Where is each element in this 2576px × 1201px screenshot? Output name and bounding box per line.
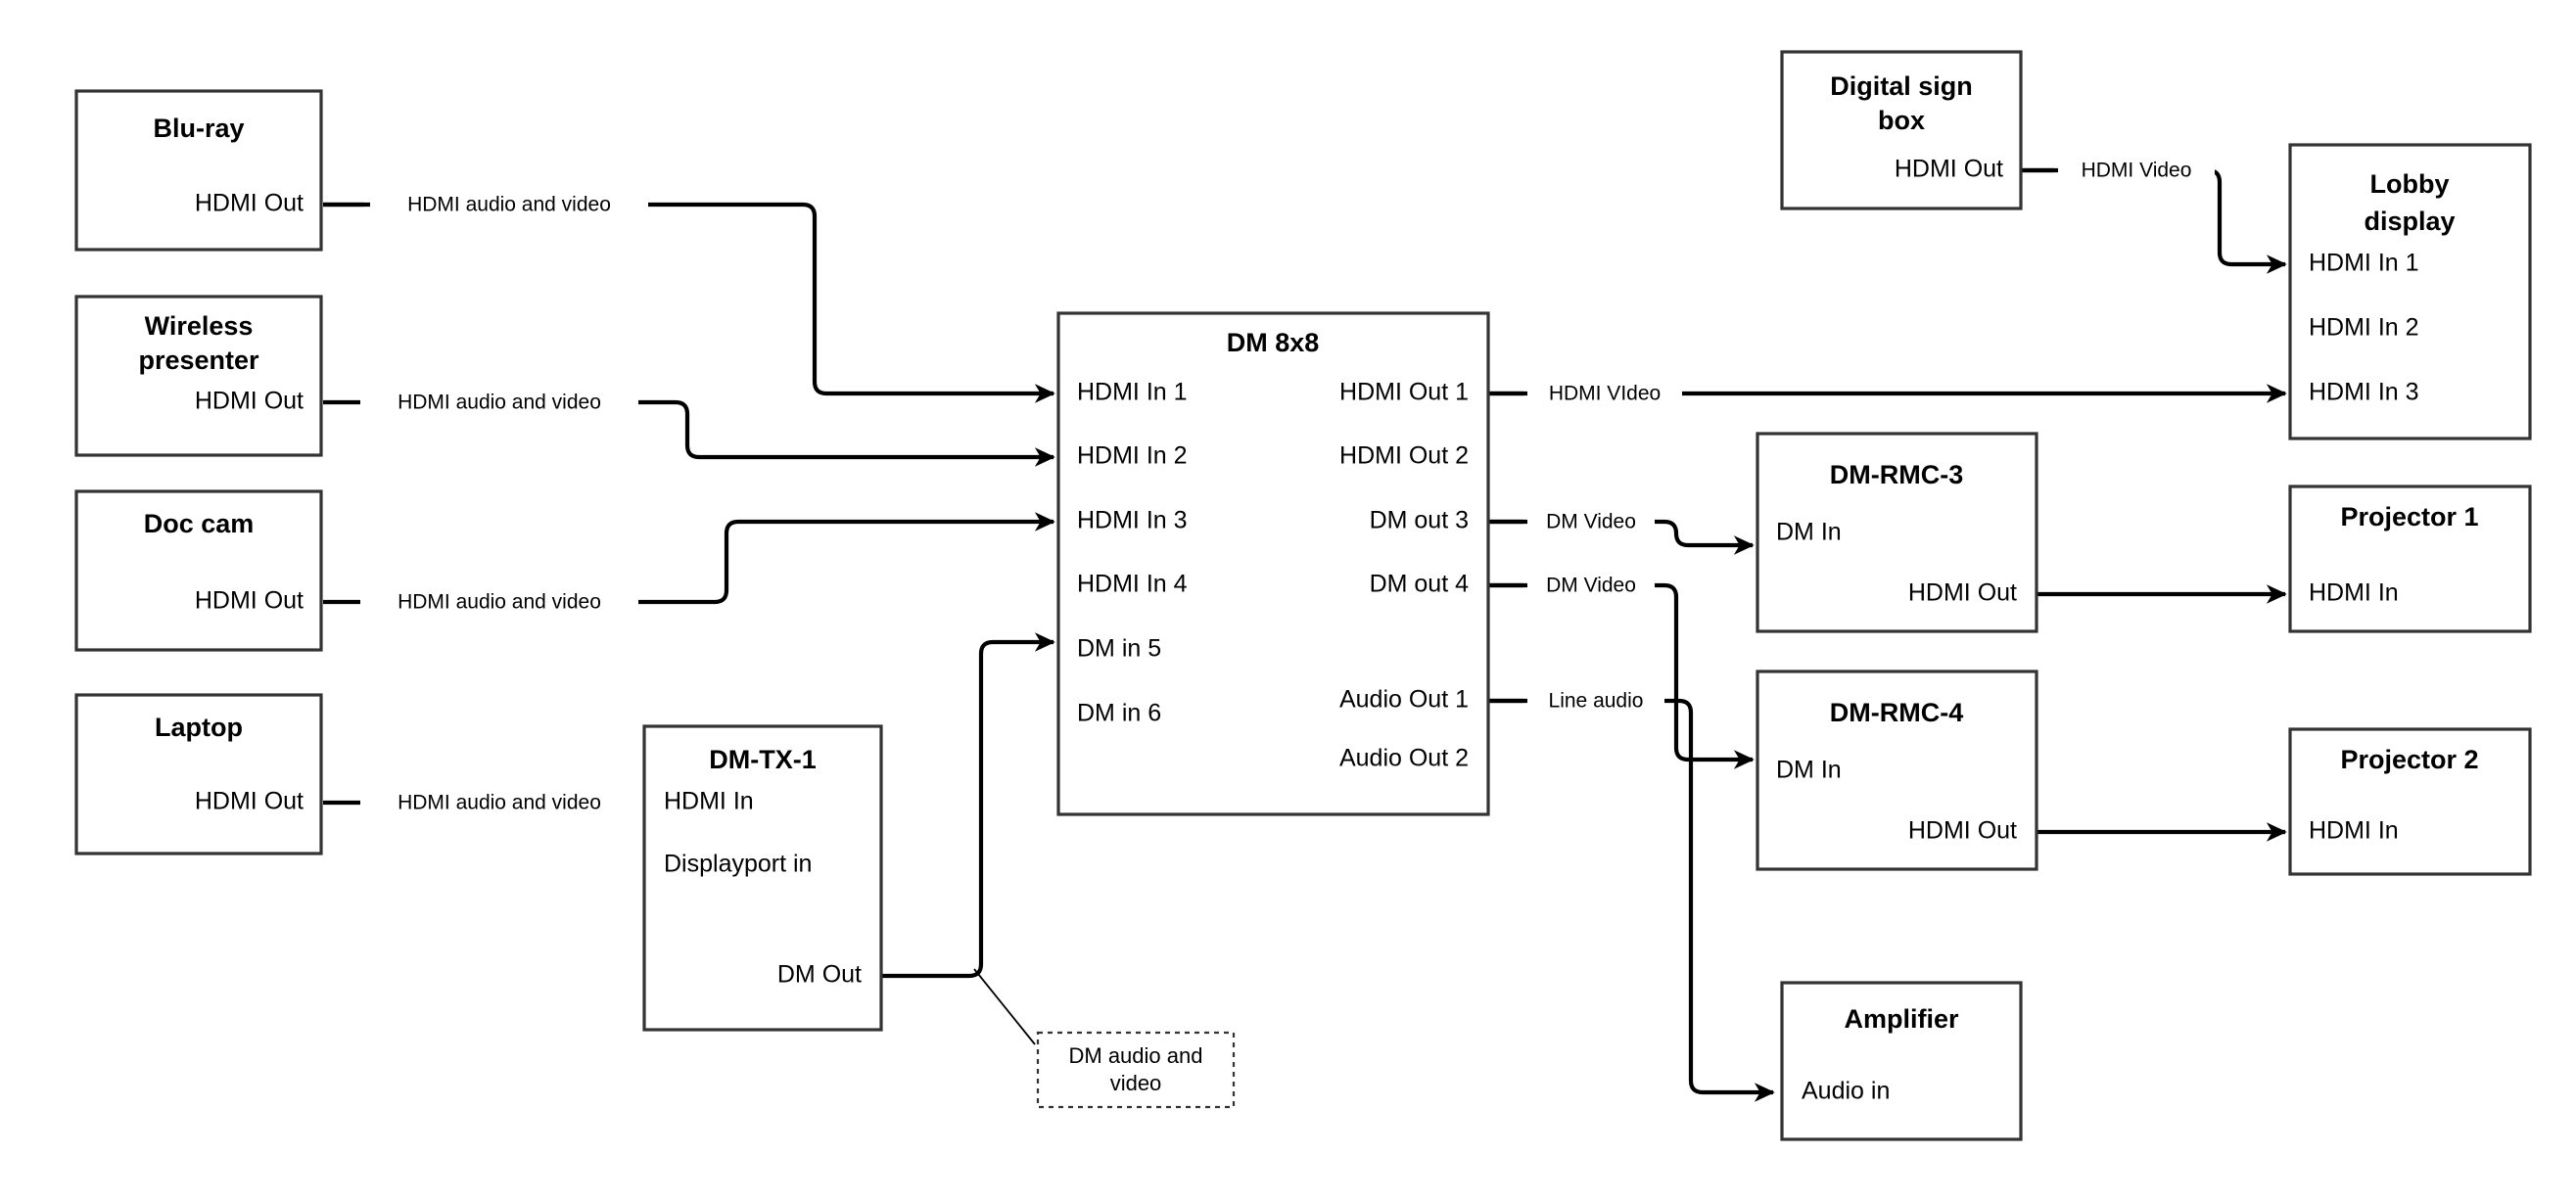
dm-8x8-title: DM 8x8 [1227,328,1320,357]
lobby-display-port-hdmi-in-1: HDMI In 1 [2309,250,2419,277]
amplifier-port-audio-in: Audio in [1802,1078,1890,1105]
wire-bluray-to-dm8x8-hdmi-in-1 [323,202,1055,403]
dm-8x8-input-hdmi-in-1: HDMI In 1 [1077,379,1188,406]
bluray-port-hdmi-out: HDMI Out [195,190,304,217]
device-dm-rmc-4[interactable]: DM-RMC-4 DM In HDMI Out [1756,670,2038,871]
projector-2-box[interactable] [2288,727,2532,876]
laptop-title: Laptop [155,713,243,742]
device-projector-2[interactable]: Projector 2 HDMI In [2288,727,2532,876]
wire-doccam-to-dm8x8-hdmi-in-3 [323,512,1055,605]
doc-cam-title: Doc cam [144,509,255,538]
amplifier-box[interactable] [1780,981,2023,1141]
link-label-bluray-to-dm: HDMI audio and video [407,194,611,216]
projector-1-port-hdmi-in: HDMI In [2309,579,2399,607]
dm-8x8-output-dm-out-4: DM out 4 [1370,571,1470,598]
callout-dm-audio-video-line1: DM audio and [1069,1043,1203,1068]
dm-rmc-3-title: DM-RMC-3 [1830,460,1963,489]
laptop-port-hdmi-out: HDMI Out [195,788,304,815]
device-doc-cam[interactable]: Doc cam HDMI Out [74,489,323,652]
doc-cam-port-hdmi-out: HDMI Out [195,587,304,615]
bluray-title: Blu-ray [153,114,244,143]
wire-wireless-to-dm8x8-hdmi-in-2 [323,399,1055,467]
leader-line-dm-audio-video-callout [973,968,1036,1045]
wireless-presenter-port-hdmi-out: HDMI Out [195,388,304,415]
projector-1-box[interactable] [2288,485,2532,633]
device-dm-8x8[interactable]: DM 8x8 HDMI In 1 HDMI In 2 HDMI In 3 HDM… [1056,311,1490,816]
amplifier-title: Amplifier [1844,1004,1959,1034]
lobby-display-port-hdmi-in-3: HDMI In 3 [2309,379,2419,406]
dm-8x8-input-hdmi-in-2: HDMI In 2 [1077,442,1188,470]
link-label-doccam-to-dm: HDMI audio and video [398,591,601,614]
callout-dm-audio-and-video: DM audio and video [1036,1031,1236,1109]
link-label-dm-out3-to-rmc3: DM Video [1546,511,1636,533]
dm-8x8-output-dm-out-3: DM out 3 [1370,507,1469,534]
digital-sign-box-title-line1: Digital sign [1830,71,1973,101]
projector-1-title: Projector 1 [2340,502,2478,531]
wire-dm8x8-out4-to-dmrmc4-dm-in [1488,582,1755,769]
dm-8x8-input-dm-in-6: DM in 6 [1077,700,1161,727]
lobby-display-title-line2: display [2364,207,2455,236]
wireless-presenter-title-line1: Wireless [145,311,254,341]
link-label-wireless-to-dm: HDMI audio and video [398,392,601,414]
dm-rmc-4-box[interactable] [1756,670,2038,871]
callout-dm-audio-video-box [1036,1031,1236,1109]
dm-tx-1-box[interactable] [642,724,883,1032]
device-bluray[interactable]: Blu-ray HDMI Out [74,89,323,252]
dm-tx-1-title: DM-TX-1 [709,745,817,774]
dm-rmc-3-port-dm-in: DM In [1776,519,1842,546]
callout-dm-audio-video-line2: video [1110,1071,1162,1095]
wire-dm8x8-out3-to-dmrmc3-dm-in [1488,519,1755,555]
link-label-dm-out4-to-rmc4: DM Video [1546,575,1636,597]
dm-8x8-input-hdmi-in-3: HDMI In 3 [1077,507,1188,534]
digital-sign-box-title-line2: box [1878,106,1925,135]
dm-rmc-4-title: DM-RMC-4 [1830,698,1963,727]
link-label-signbox-to-lobby: HDMI Video [2082,160,2192,182]
dm-tx-1-port-displayport-in: Displayport in [664,851,812,878]
projector-2-port-hdmi-in: HDMI In [2309,817,2399,845]
device-dm-tx-1[interactable]: DM-TX-1 HDMI In Displayport in DM Out [642,724,883,1032]
digital-sign-box-box[interactable] [1780,50,2023,210]
dm-8x8-box[interactable] [1056,311,1490,816]
dm-8x8-input-hdmi-in-4: HDMI In 4 [1077,571,1188,598]
lobby-display-box[interactable] [2288,143,2532,440]
wireless-presenter-title-line2: presenter [138,346,259,375]
dm-rmc-4-port-hdmi-out: HDMI Out [1908,817,2017,845]
dm-rmc-3-box[interactable] [1756,432,2038,633]
link-label-dm-audio1-to-amp: Line audio [1549,690,1644,713]
link-label-layer: HDMI audio and video HDMI audio and vide… [360,155,2215,818]
dm-tx-1-port-dm-out: DM Out [777,961,862,989]
lobby-display-port-hdmi-in-2: HDMI In 2 [2309,314,2419,342]
device-projector-1[interactable]: Projector 1 HDMI In [2288,485,2532,633]
dm-8x8-input-dm-in-5: DM in 5 [1077,635,1161,663]
device-digital-sign-box[interactable]: Digital sign box HDMI Out [1780,50,2023,210]
link-label-dm-out1-to-lobby: HDMI VIdeo [1549,383,1661,405]
dm-8x8-output-audio-out-2: Audio Out 2 [1339,745,1469,772]
laptop-box[interactable] [74,693,323,855]
wire-dm8x8-audio-out1-to-amplifier [1488,698,1775,1102]
dm-8x8-output-hdmi-out-2: HDMI Out 2 [1339,442,1469,470]
device-wireless-presenter[interactable]: Wireless presenter HDMI Out [74,295,323,457]
bluray-box[interactable] [74,89,323,252]
device-laptop[interactable]: Laptop HDMI Out [74,693,323,855]
device-amplifier[interactable]: Amplifier Audio in [1780,981,2023,1141]
dm-rmc-4-port-dm-in: DM In [1776,757,1842,784]
dm-8x8-output-audio-out-1: Audio Out 1 [1339,686,1469,714]
wireless-presenter-box[interactable] [74,295,323,457]
dm-rmc-3-port-hdmi-out: HDMI Out [1908,579,2017,607]
dm-tx-1-port-hdmi-in: HDMI In [664,788,754,815]
device-lobby-display[interactable]: Lobby display HDMI In 1 HDMI In 2 HDMI I… [2288,143,2532,440]
projector-2-title: Projector 2 [2340,745,2478,774]
digital-sign-box-port-hdmi-out: HDMI Out [1895,156,2003,183]
dm-8x8-output-hdmi-out-1: HDMI Out 1 [1339,379,1469,406]
device-dm-rmc-3[interactable]: DM-RMC-3 DM In HDMI Out [1756,432,2038,633]
lobby-display-title-line1: Lobby [2370,169,2450,199]
doc-cam-box[interactable] [74,489,323,652]
wire-dmtx1-to-dm8x8-dm-in-5 [881,632,1055,979]
link-label-laptop-to-tx: HDMI audio and video [398,792,601,814]
